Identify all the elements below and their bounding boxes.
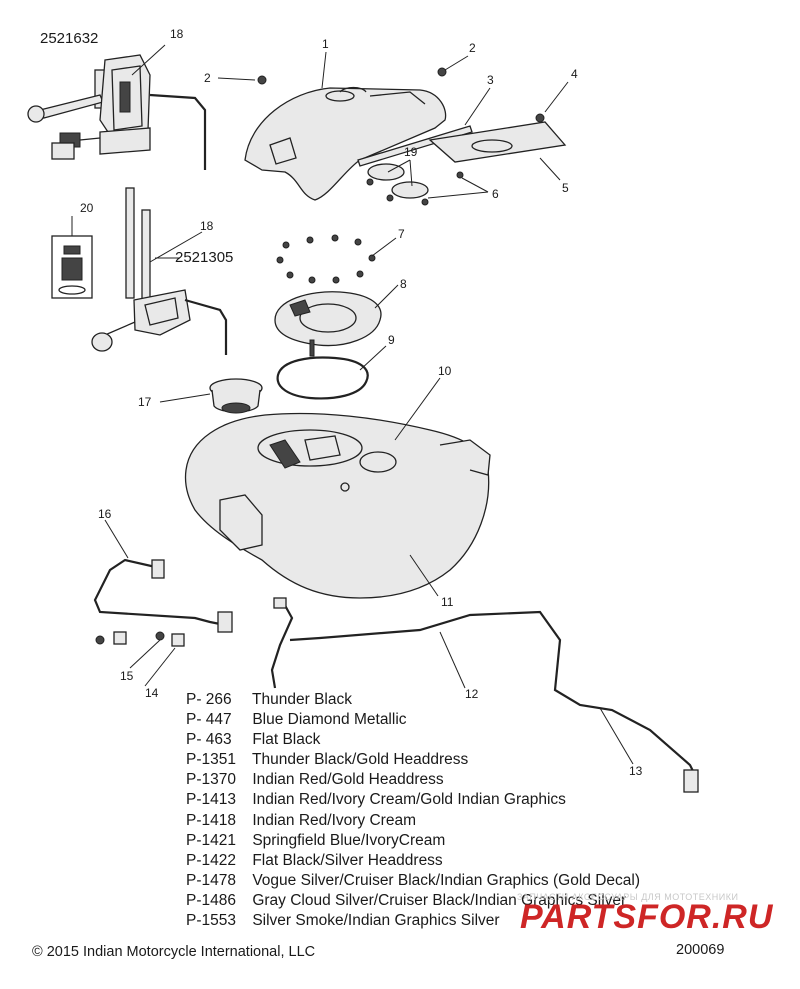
color-code-row: P-1370 Indian Red/Gold Headdress — [186, 770, 746, 790]
drawing-number: 200069 — [676, 942, 725, 958]
callout-2-right: 2 — [469, 41, 476, 55]
color-code: P-1478 — [186, 871, 236, 889]
callout-3: 3 — [487, 73, 494, 87]
color-code: P-1553 — [186, 912, 236, 930]
fuel-pump-assembly-top — [27, 54, 207, 170]
color-code-row: P-1413 Indian Red/Ivory Cream/Gold India… — [186, 790, 746, 810]
color-code: P-1370 — [186, 771, 236, 789]
color-name: Thunder Black/Gold Headdress — [252, 751, 469, 769]
pump-flange — [274, 291, 382, 357]
color-name: Indian Red/Ivory Cream — [252, 811, 416, 829]
fuel-cap — [209, 378, 263, 434]
callout-18-middle: 18 — [200, 219, 214, 233]
fuel-filter — [51, 235, 93, 299]
callout-15: 15 — [120, 669, 134, 683]
color-code: P-1418 — [186, 811, 236, 829]
callout-5: 5 — [562, 181, 569, 195]
color-code: P- 463 — [186, 731, 232, 749]
color-name: Blue Diamond Metallic — [252, 711, 407, 729]
mounting-plates — [366, 163, 464, 206]
color-code: P-1351 — [186, 751, 236, 769]
color-code-row: P-1422 Flat Black/Silver Headdress — [186, 851, 746, 871]
callout-9: 9 — [388, 333, 395, 347]
watermark-tagline: ЗАПЧАСТИ АКСЕССУАРЫ ДЛЯ МОТОТЕХНИКИ — [517, 892, 739, 902]
color-name: Silver Smoke/Indian Graphics Silver — [252, 912, 500, 930]
callout-1: 1 — [322, 37, 329, 51]
callout-13: 13 — [629, 764, 643, 778]
color-name: Thunder Black — [252, 691, 352, 708]
fuel-tank — [184, 412, 491, 599]
color-code-row: P-1351 Thunder Black/Gold Headdress — [186, 750, 746, 770]
color-code-row: P- 447 Blue Diamond Metallic — [186, 710, 746, 730]
color-code: P-1413 — [186, 791, 236, 809]
fuel-line-12-13 — [270, 597, 699, 793]
callout-2-left: 2 — [204, 71, 211, 85]
color-code: P- 266 — [186, 691, 232, 708]
callout-14: 14 — [145, 686, 159, 700]
tank-console-cover — [244, 86, 447, 201]
color-code: P-1486 — [186, 891, 236, 909]
color-code-row: P- 266 Thunder Black — [186, 690, 746, 710]
fuel-pump-assembly-middle — [91, 187, 228, 355]
fuel-line-16 — [93, 558, 233, 633]
trim-strip-and-bracket — [257, 67, 567, 167]
callout-16: 16 — [98, 507, 112, 521]
color-code: P-1422 — [186, 851, 236, 869]
color-code: P- 447 — [186, 711, 232, 729]
callout-19: 19 — [404, 145, 418, 159]
color-name: Springfield Blue/IvoryCream — [252, 831, 446, 849]
flange-gasket — [276, 356, 369, 400]
callout-17: 17 — [138, 395, 152, 409]
watermark-brand-logo: PARTSFOR.RU — [520, 898, 774, 936]
part-number-2521305: 2521305 — [175, 249, 233, 266]
copyright-notice: © 2015 Indian Motorcycle International, … — [32, 944, 316, 960]
part-number-2521632: 2521632 — [40, 30, 98, 47]
color-code-row: P-1418 Indian Red/Ivory Cream — [186, 811, 746, 831]
color-code-row: P-1553 Silver Smoke/Indian Graphics Silv… — [186, 911, 746, 931]
callout-11: 11 — [441, 595, 454, 609]
callout-10: 10 — [438, 364, 452, 378]
callout-4: 4 — [571, 67, 578, 81]
color-name: Vogue Silver/Cruiser Black/Indian Graphi… — [252, 871, 640, 889]
color-code-row: P-1486 Gray Cloud Silver/Cruiser Black/I… — [186, 891, 746, 911]
color-code-row: P-1478 Vogue Silver/Cruiser Black/Indian… — [186, 871, 746, 891]
screw-ring — [276, 234, 376, 284]
callout-12: 12 — [465, 687, 479, 701]
callout-20: 20 — [80, 201, 94, 215]
hose-clamps — [95, 631, 185, 647]
callout-6: 6 — [492, 187, 499, 201]
callout-8: 8 — [400, 277, 407, 291]
color-code-row: P-1421 Springfield Blue/IvoryCream — [186, 831, 746, 851]
color-name: Flat Black/Silver Headdress — [252, 851, 443, 869]
callout-7: 7 — [398, 227, 405, 241]
color-name: Indian Red/Gold Headdress — [252, 771, 444, 789]
color-code: P-1421 — [186, 831, 236, 849]
leader-lines — [71, 44, 634, 765]
color-name: Flat Black — [252, 731, 321, 749]
color-code-row: P- 463 Flat Black — [186, 730, 746, 750]
callout-18-top: 18 — [170, 27, 184, 41]
color-name: Gray Cloud Silver/Cruiser Black/Indian G… — [252, 891, 627, 909]
color-name: Indian Red/Ivory Cream/Gold Indian Graph… — [252, 791, 566, 809]
